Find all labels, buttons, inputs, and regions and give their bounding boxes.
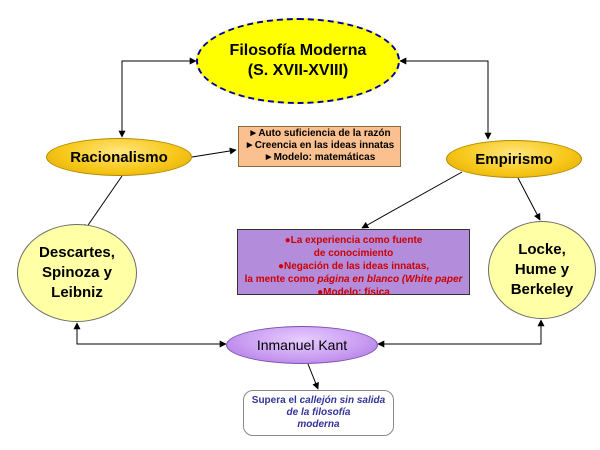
kant-note-line1: Supera el callejón sin salida	[251, 395, 386, 406]
rationalism-item: ►Modelo: matemáticas	[263, 152, 376, 163]
empirismo-label: Empirismo	[475, 150, 553, 168]
title-line1: Filosofía Moderna	[229, 42, 367, 59]
bullet-icon: ►	[263, 152, 274, 163]
bullet-icon: ●	[284, 235, 291, 246]
empiricism-item-cont: de conocimiento	[313, 248, 394, 259]
arrow-racionalismo-box	[191, 147, 237, 158]
empiricists-line1: Locke,	[518, 241, 566, 258]
rationalists-line1: Descartes,	[39, 244, 115, 261]
kant-note-line3: moderna	[297, 419, 340, 430]
rationalists-node: Descartes, Spinoza y Leibniz	[17, 224, 137, 322]
empiricists-line3: Berkeley	[510, 281, 574, 298]
empiricism-item: ●La experiencia como fuente	[284, 235, 423, 246]
bullet-icon: ►	[248, 128, 259, 139]
rationalism-characteristics-box: ►Auto suficiencia de la razón ►Creencia …	[238, 126, 401, 167]
arrow-empirismo-locke	[517, 177, 541, 221]
empiricism-item: ●Modelo: física	[317, 287, 390, 298]
kant-label: Inmanuel Kant	[256, 337, 348, 353]
title-node: Filosofía Moderna (S. XVII-XVIII)	[196, 18, 400, 104]
bullet-icon: ►	[244, 140, 255, 151]
kant-node: Inmanuel Kant	[226, 326, 378, 364]
empiricists-line2: Hume y	[514, 261, 570, 278]
rationalists-line3: Leibniz	[51, 284, 103, 301]
kant-note-box: Supera el callejón sin salida de la filo…	[243, 390, 394, 436]
rationalism-item: ►Auto suficiencia de la razón	[248, 128, 391, 139]
racionalismo-node: Racionalismo	[46, 138, 192, 176]
arrow-racionalismo-descartes	[83, 175, 123, 232]
bullet-icon: ●	[277, 261, 284, 272]
rationalists-line2: Spinoza y	[41, 264, 112, 281]
arrow-title-empirismo	[399, 57, 492, 140]
arrow-empirismo-box	[361, 171, 463, 229]
empirismo-node: Empirismo	[446, 140, 582, 178]
empiricists-node: Locke, Hume y Berkeley	[488, 221, 596, 319]
empiricism-characteristics-box: ●La experiencia como fuente de conocimie…	[237, 229, 470, 298]
arrow-descartes-kant	[73, 322, 227, 348]
title-line2: (S. XVII-XVIII)	[247, 62, 349, 79]
rationalism-item: ►Creencia en las ideas innatas	[244, 140, 395, 151]
empiricism-item-cont: la mente como página en blanco (White pa…	[244, 274, 463, 285]
kant-note-line2: de la filosofía	[286, 407, 351, 418]
arrow-kant-note	[307, 363, 319, 390]
racionalismo-label: Racionalismo	[70, 148, 168, 166]
arrow-title-racionalismo	[118, 57, 197, 138]
bullet-icon: ●	[317, 287, 324, 298]
empiricism-item: ●Negación de las ideas innatas,	[277, 261, 430, 272]
arrow-kant-locke	[377, 319, 545, 348]
